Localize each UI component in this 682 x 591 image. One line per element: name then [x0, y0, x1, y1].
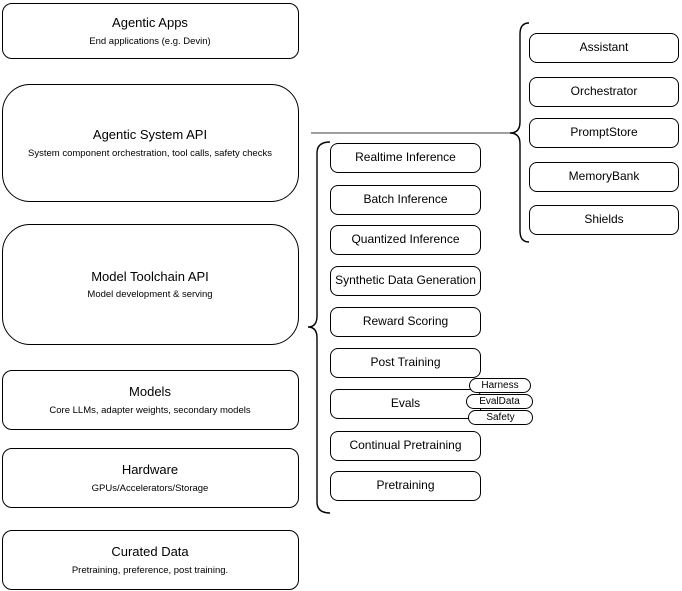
box-synthetic-data-generation: Synthetic Data Generation [330, 266, 481, 296]
box-subtitle: GPUs/Accelerators/Storage [91, 482, 209, 494]
box-memorybank: MemoryBank [529, 162, 679, 192]
box-promptstore: PromptStore [529, 118, 679, 148]
box-quantized-inference: Quantized Inference [330, 225, 481, 255]
box-evals: Evals [330, 389, 481, 419]
box-model-toolchain-api: Model Toolchain API Model development & s… [1, 224, 299, 345]
box-reward-scoring: Reward Scoring [330, 307, 481, 337]
toolchain-brace [307, 141, 331, 514]
box-pretraining: Pretraining [330, 471, 481, 501]
box-assistant: Assistant [529, 33, 679, 63]
box-agentic-system-api: Agentic System API System component orche… [1, 84, 299, 202]
pill-safety: Safety [468, 410, 533, 425]
components-brace [509, 22, 530, 243]
box-post-training: Post Training [330, 348, 481, 378]
box-subtitle: Pretraining, preference, post training. [71, 564, 229, 576]
pill-evaldata: EvalData [466, 394, 533, 409]
box-subtitle: Model development & serving [87, 289, 213, 301]
box-title: Hardware [121, 462, 179, 477]
box-shields: Shields [529, 205, 679, 235]
box-realtime-inference: Realtime Inference [330, 143, 481, 173]
box-subtitle: Core LLMs, adapter weights, secondary mo… [49, 404, 251, 416]
box-title: Curated Data [111, 544, 189, 559]
box-title: Models [129, 384, 171, 399]
box-subtitle: End applications (e.g. Devin) [89, 35, 211, 47]
box-title: Model Toolchain API [91, 268, 209, 284]
box-continual-pretraining: Continual Pretraining [330, 431, 481, 461]
box-orchestrator: Orchestrator [529, 77, 679, 107]
box-title: Agentic Apps [112, 15, 188, 30]
box-title: Agentic System API [92, 127, 208, 142]
box-subtitle: System component orchestration, tool cal… [28, 147, 272, 159]
pill-harness: Harness [469, 378, 531, 393]
box-batch-inference: Batch Inference [330, 185, 481, 215]
